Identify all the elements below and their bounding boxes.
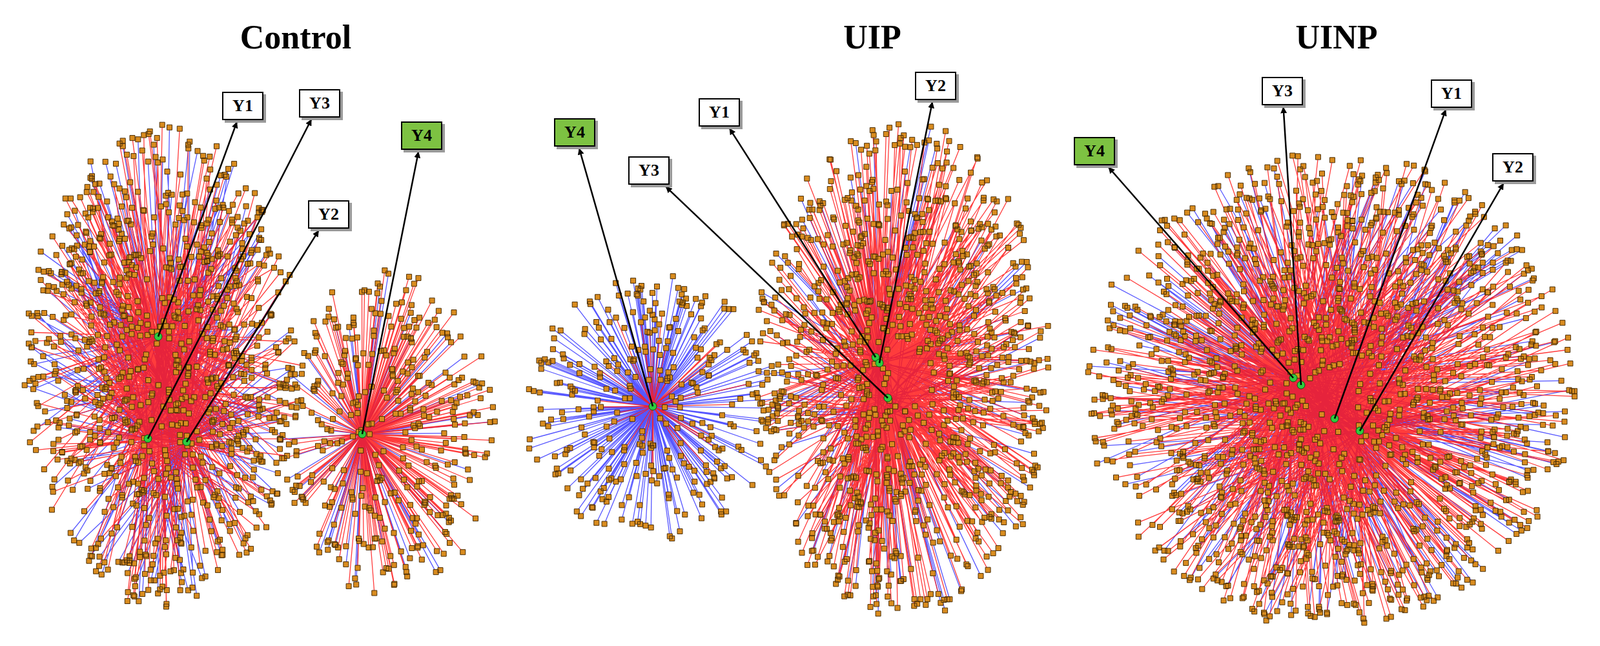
callout-box: Y2 bbox=[1492, 153, 1534, 183]
leader-line bbox=[1359, 183, 1504, 431]
callout-box: Y3 bbox=[1261, 76, 1303, 106]
leader-line bbox=[579, 148, 653, 407]
callout-box: Y3 bbox=[298, 89, 341, 119]
leader-line bbox=[666, 186, 888, 398]
leader-line bbox=[1334, 109, 1446, 419]
callout-box: Y4 bbox=[1073, 136, 1116, 166]
panel-title: UIP bbox=[843, 20, 902, 55]
leader-line bbox=[1108, 167, 1294, 378]
leader-line bbox=[186, 230, 319, 442]
callout-box: Y2 bbox=[914, 71, 957, 101]
callout-box: Y3 bbox=[628, 156, 670, 186]
callout-label: Y2 bbox=[318, 204, 339, 224]
callout-label: Y3 bbox=[309, 93, 330, 113]
callout-label: Y3 bbox=[1271, 81, 1293, 101]
callout-box: Y1 bbox=[222, 91, 264, 121]
panel-title: Control bbox=[240, 20, 352, 55]
callout-label: Y2 bbox=[1502, 157, 1524, 177]
panel-title: UINP bbox=[1295, 20, 1378, 55]
callout-box: Y1 bbox=[698, 98, 740, 128]
callout-box: Y4 bbox=[400, 121, 443, 151]
leader-line bbox=[879, 102, 933, 363]
callout-label: Y4 bbox=[1084, 141, 1105, 161]
callout-box: Y2 bbox=[307, 200, 350, 230]
callout-box: Y1 bbox=[1430, 79, 1473, 109]
leader-line bbox=[1283, 107, 1302, 385]
leader-line bbox=[362, 151, 419, 434]
callout-label: Y3 bbox=[638, 160, 660, 180]
callout-label: Y1 bbox=[708, 102, 730, 122]
callout-label: Y1 bbox=[232, 96, 254, 115]
callout-label: Y2 bbox=[925, 76, 946, 95]
leader-line bbox=[147, 119, 312, 439]
callout-label: Y1 bbox=[1441, 83, 1462, 103]
network-nodes bbox=[21, 121, 1578, 626]
leader-line bbox=[158, 122, 237, 337]
leader-line bbox=[729, 128, 876, 358]
hub-dots bbox=[143, 332, 1364, 446]
callout-box: Y4 bbox=[553, 118, 596, 148]
callout-label: Y4 bbox=[564, 122, 585, 142]
callout-label: Y4 bbox=[411, 125, 432, 145]
